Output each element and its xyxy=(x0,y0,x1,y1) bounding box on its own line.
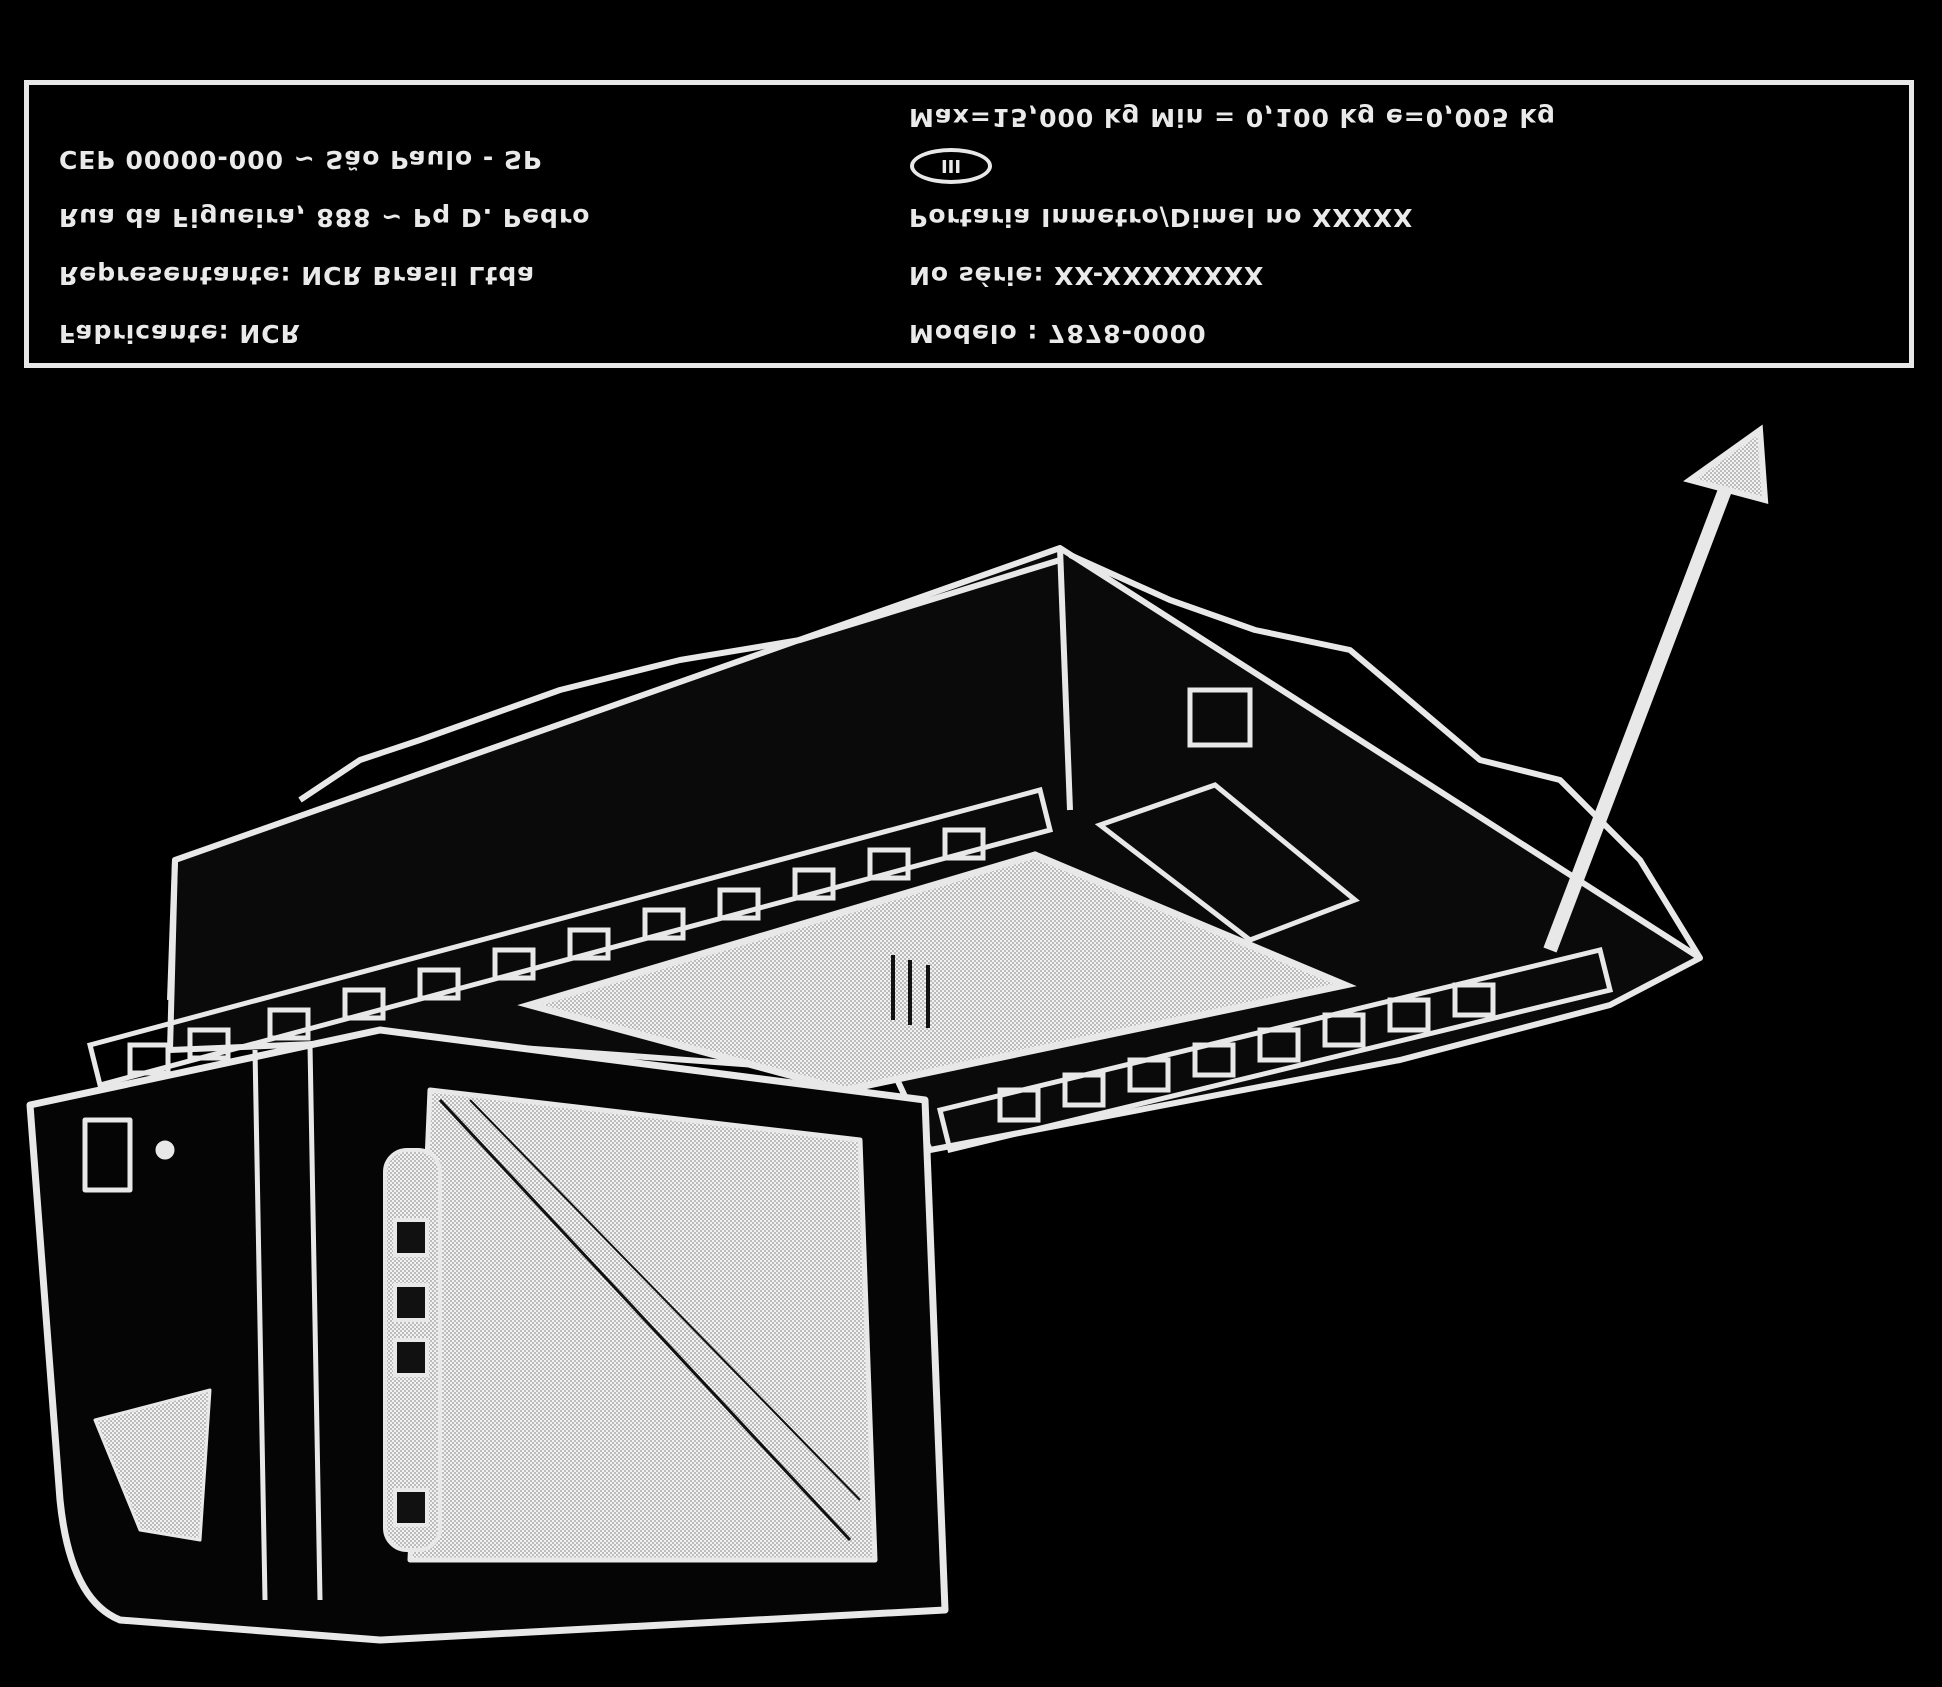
access-window xyxy=(1187,687,1253,748)
control-button-4 xyxy=(393,1488,429,1527)
scanner-front xyxy=(26,1026,949,1644)
address-city-text: CEP 00000-000 ~ São Paulo - SP xyxy=(59,145,543,174)
window-reflection-2 xyxy=(469,1099,861,1501)
weighing-platter xyxy=(517,851,1357,1094)
housing-back-ridge xyxy=(1068,552,1703,960)
scanner-window xyxy=(407,1087,878,1563)
housing-right-edge xyxy=(1057,547,1073,811)
housing-front-ridge xyxy=(298,557,1061,803)
arrow-up-right-icon xyxy=(1543,424,1769,953)
status-indicator xyxy=(82,1117,133,1193)
bezel-shadow xyxy=(93,1388,212,1542)
status-dot xyxy=(155,1140,175,1160)
window-reflection-1 xyxy=(438,1098,852,1542)
inmetro-seal-icon: III xyxy=(910,148,992,184)
model-text: Modelo : 7878-0000 xyxy=(909,319,1207,348)
product-label-panel: CEP 00000-000 ~ São Paulo - SP Rua da Fi… xyxy=(24,80,1914,368)
inmetro-seal-text: III xyxy=(940,155,962,177)
side-control-strip xyxy=(383,1148,442,1552)
address-street-text: Rua da Figueira, 888 ~ Pq D. Pedro xyxy=(59,203,591,232)
housing-rear-edge xyxy=(167,859,178,1001)
right-vent-rail xyxy=(936,946,1614,1154)
bezel-divider-left xyxy=(252,1049,268,1601)
capacity-text: Max=15,000 kg Min = 0,100 kg e=0,005 kg xyxy=(909,103,1557,132)
control-button-2 xyxy=(393,1283,429,1322)
manufacturer-text: Fabricante: NCR xyxy=(59,319,301,348)
control-button-1 xyxy=(393,1218,429,1257)
left-vent-rail xyxy=(86,786,1054,1089)
access-panel xyxy=(1094,687,1360,943)
representative-text: Representante: NCR Brasil Ltda xyxy=(59,261,536,290)
control-button-3 xyxy=(393,1338,429,1377)
platter-glass xyxy=(517,851,1357,1094)
serial-number-text: No série: XX-XXXXXXXX xyxy=(909,261,1265,290)
ordinance-text: Portaria Inmetro/Dimel no XXXXX xyxy=(909,203,1414,232)
bezel-divider-right xyxy=(307,1044,323,1601)
